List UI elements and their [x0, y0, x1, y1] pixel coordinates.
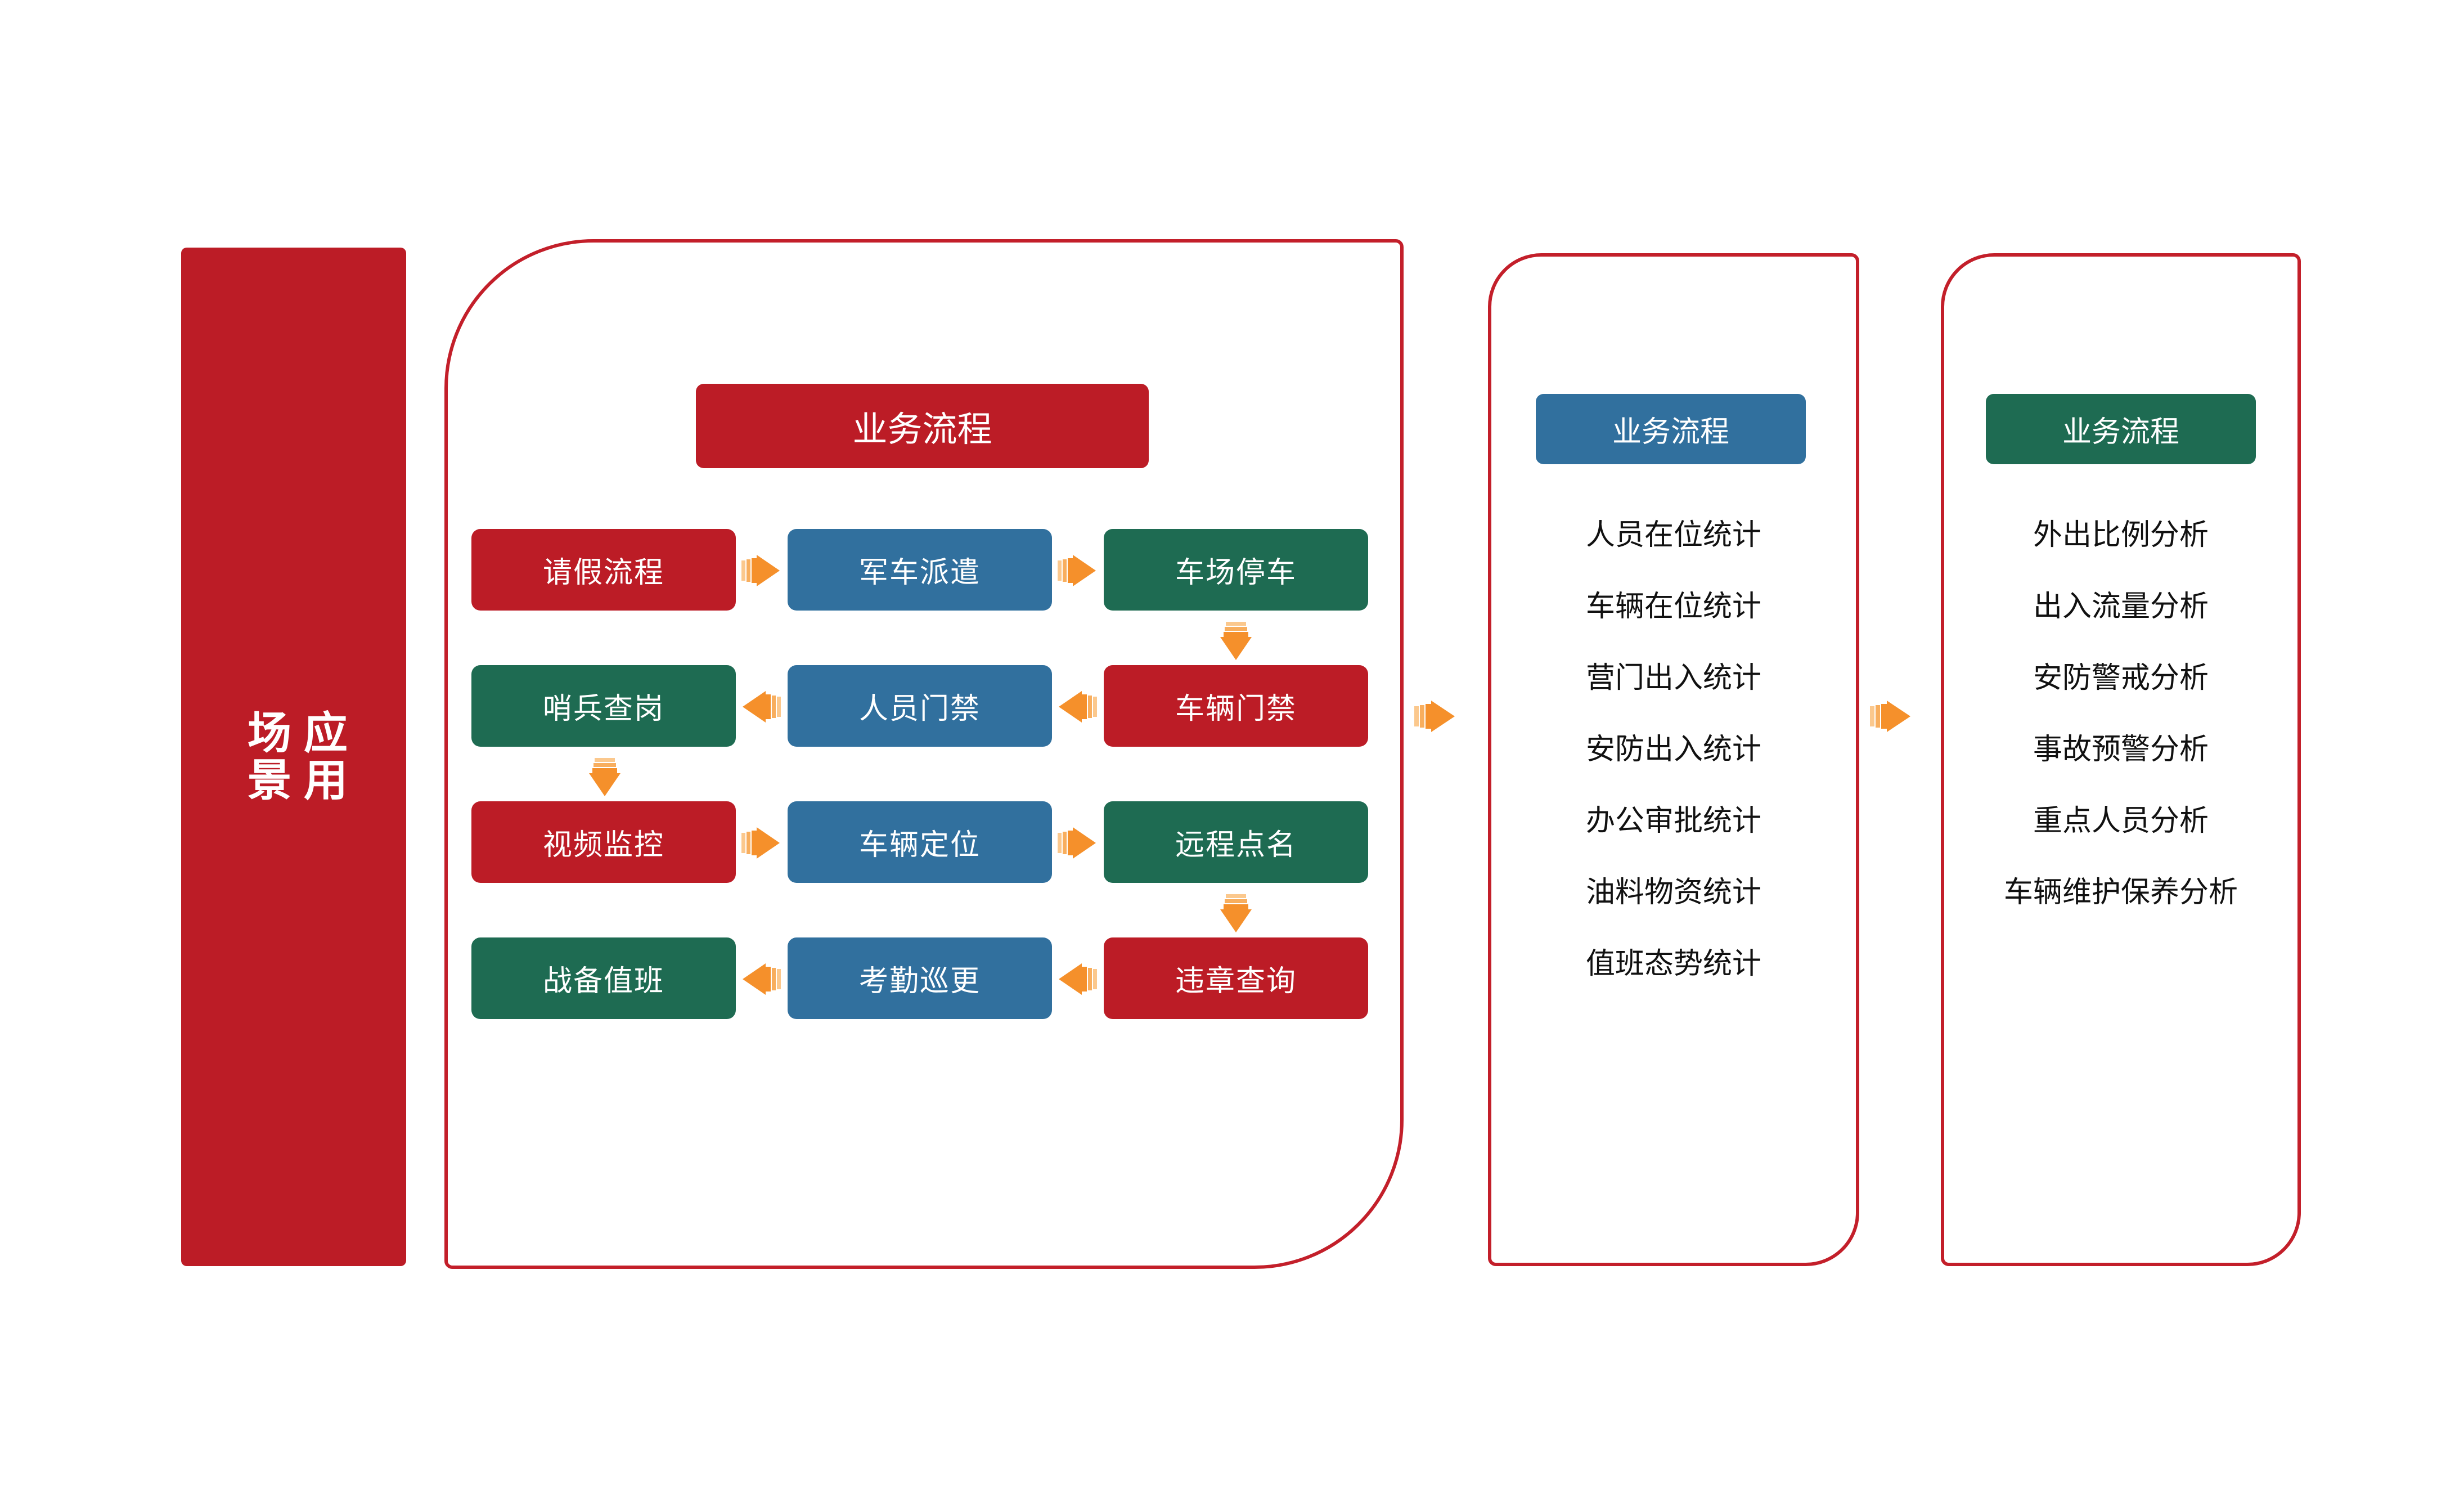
list-item[interactable]: 车辆维护保养分析: [2003, 876, 2238, 909]
list-item[interactable]: 外出比例分析: [2033, 519, 2209, 551]
list-item[interactable]: 安防出入统计: [1585, 733, 1761, 766]
flow-box-cechangtingche[interactable]: 车场停车: [1104, 529, 1368, 611]
flow-box-kaoqinxungeng[interactable]: 考勤巡更: [788, 937, 1052, 1019]
arrow-right-icon: [740, 825, 782, 861]
list-item[interactable]: 油料物资统计: [1585, 876, 1761, 909]
list-item[interactable]: 重点人员分析: [2033, 805, 2209, 837]
list-item[interactable]: 营门出入统计: [1585, 662, 1761, 694]
flow-row: 视频监控 车辆定位 远程点名: [471, 801, 1388, 883]
list-item[interactable]: 出入流量分析: [2033, 590, 2209, 623]
flow-row: 战备值班 考勤巡更 违章查询: [471, 937, 1388, 1019]
flow-box-renyuanmenjin[interactable]: 人员门禁: [788, 665, 1052, 747]
arrow-left-icon: [1056, 689, 1098, 725]
list-item[interactable]: 值班态势统计: [1585, 948, 1761, 980]
list-item[interactable]: 事故预警分析: [2033, 733, 2209, 766]
list-item[interactable]: 人员在位统计: [1585, 519, 1761, 551]
flow-box-weizhangchaxun[interactable]: 违章查询: [1104, 937, 1368, 1019]
arrow-down-icon: [1218, 893, 1254, 935]
list-item[interactable]: 办公审批统计: [1585, 805, 1761, 837]
arrow-right-icon: [740, 553, 782, 589]
header-business-process: 业务流程: [696, 384, 1149, 468]
flow-box-yuanchengdianming[interactable]: 远程点名: [1104, 801, 1368, 883]
flow-box-cheliangmenjin[interactable]: 车辆门禁: [1104, 665, 1368, 747]
arrow-right-icon: [1056, 553, 1098, 589]
flow-row: 请假流程 军车派遣 车场停车: [471, 529, 1388, 611]
header-statistics: 业务流程: [1536, 394, 1806, 464]
application-scenario-label: 应用 场景: [241, 710, 347, 804]
flow-row: 哨兵查岗 人员门禁 车辆门禁: [471, 665, 1388, 747]
statistics-item-list: 人员在位统计 车辆在位统计 营门出入统计 安防出入统计 办公审批统计 油料物资统…: [1488, 521, 1859, 1021]
flow-box-junchepaiqian[interactable]: 军车派遣: [788, 529, 1052, 611]
flow-box-qingjialiucheng[interactable]: 请假流程: [471, 529, 736, 611]
flow-box-shaobingchagang[interactable]: 哨兵查岗: [471, 665, 736, 747]
arrow-right-icon: [1056, 825, 1098, 861]
arrow-left-icon: [740, 689, 782, 725]
business-process-flow-grid: 请假流程 军车派遣 车场停车: [471, 529, 1388, 1035]
list-item[interactable]: 车辆在位统计: [1585, 590, 1761, 623]
arrow-right-icon: [1413, 698, 1457, 735]
flow-box-shipinjiankong[interactable]: 视频监控: [471, 801, 736, 883]
header-analysis: 业务流程: [1986, 394, 2256, 464]
arrow-down-icon: [587, 757, 623, 798]
application-scenario-bar: 应用 场景: [181, 248, 406, 1266]
arrow-down-icon: [1218, 621, 1254, 662]
flow-box-cheliangdingwei[interactable]: 车辆定位: [788, 801, 1052, 883]
list-item[interactable]: 安防警戒分析: [2033, 662, 2209, 694]
flow-box-zhanbeizhiban[interactable]: 战备值班: [471, 937, 736, 1019]
arrow-right-icon: [1869, 698, 1913, 735]
arrow-left-icon: [740, 961, 782, 997]
arrow-left-icon: [1056, 961, 1098, 997]
analysis-item-list: 外出比例分析 出入流量分析 安防警戒分析 事故预警分析 重点人员分析 车辆维护保…: [1941, 521, 2301, 949]
